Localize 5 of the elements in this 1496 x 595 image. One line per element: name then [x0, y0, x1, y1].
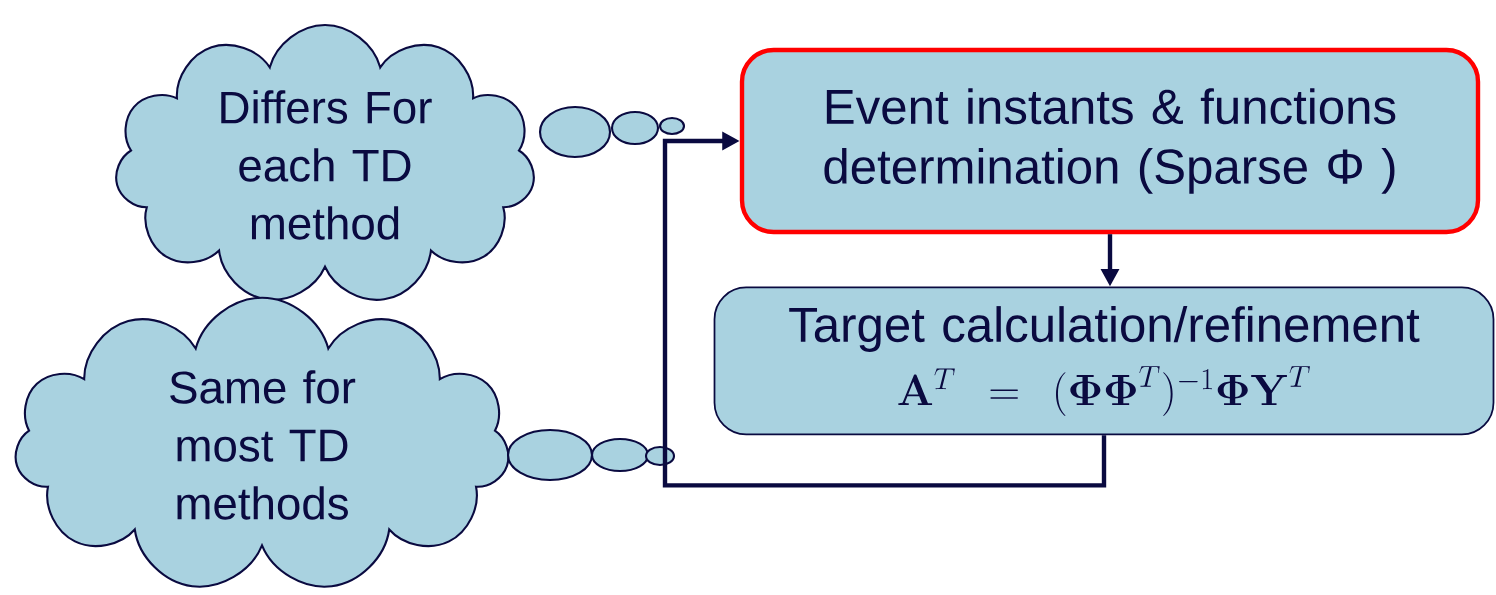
process-box: Target calculation/refinement $\mathbf{A}^{T}=(\mathbf{\Phi\Phi}^{T})^{-1}\mathbf{\Phi Y}^{T}$: [713, 286, 1495, 436]
thought-cloud: Same for most TD methods: [14, 296, 510, 588]
process-box: Event instants & functions determination (Sparse Φ ): [739, 47, 1481, 235]
arrow: [662, 131, 1107, 488]
thought-cloud: Differs For each TD method: [115, 23, 535, 301]
